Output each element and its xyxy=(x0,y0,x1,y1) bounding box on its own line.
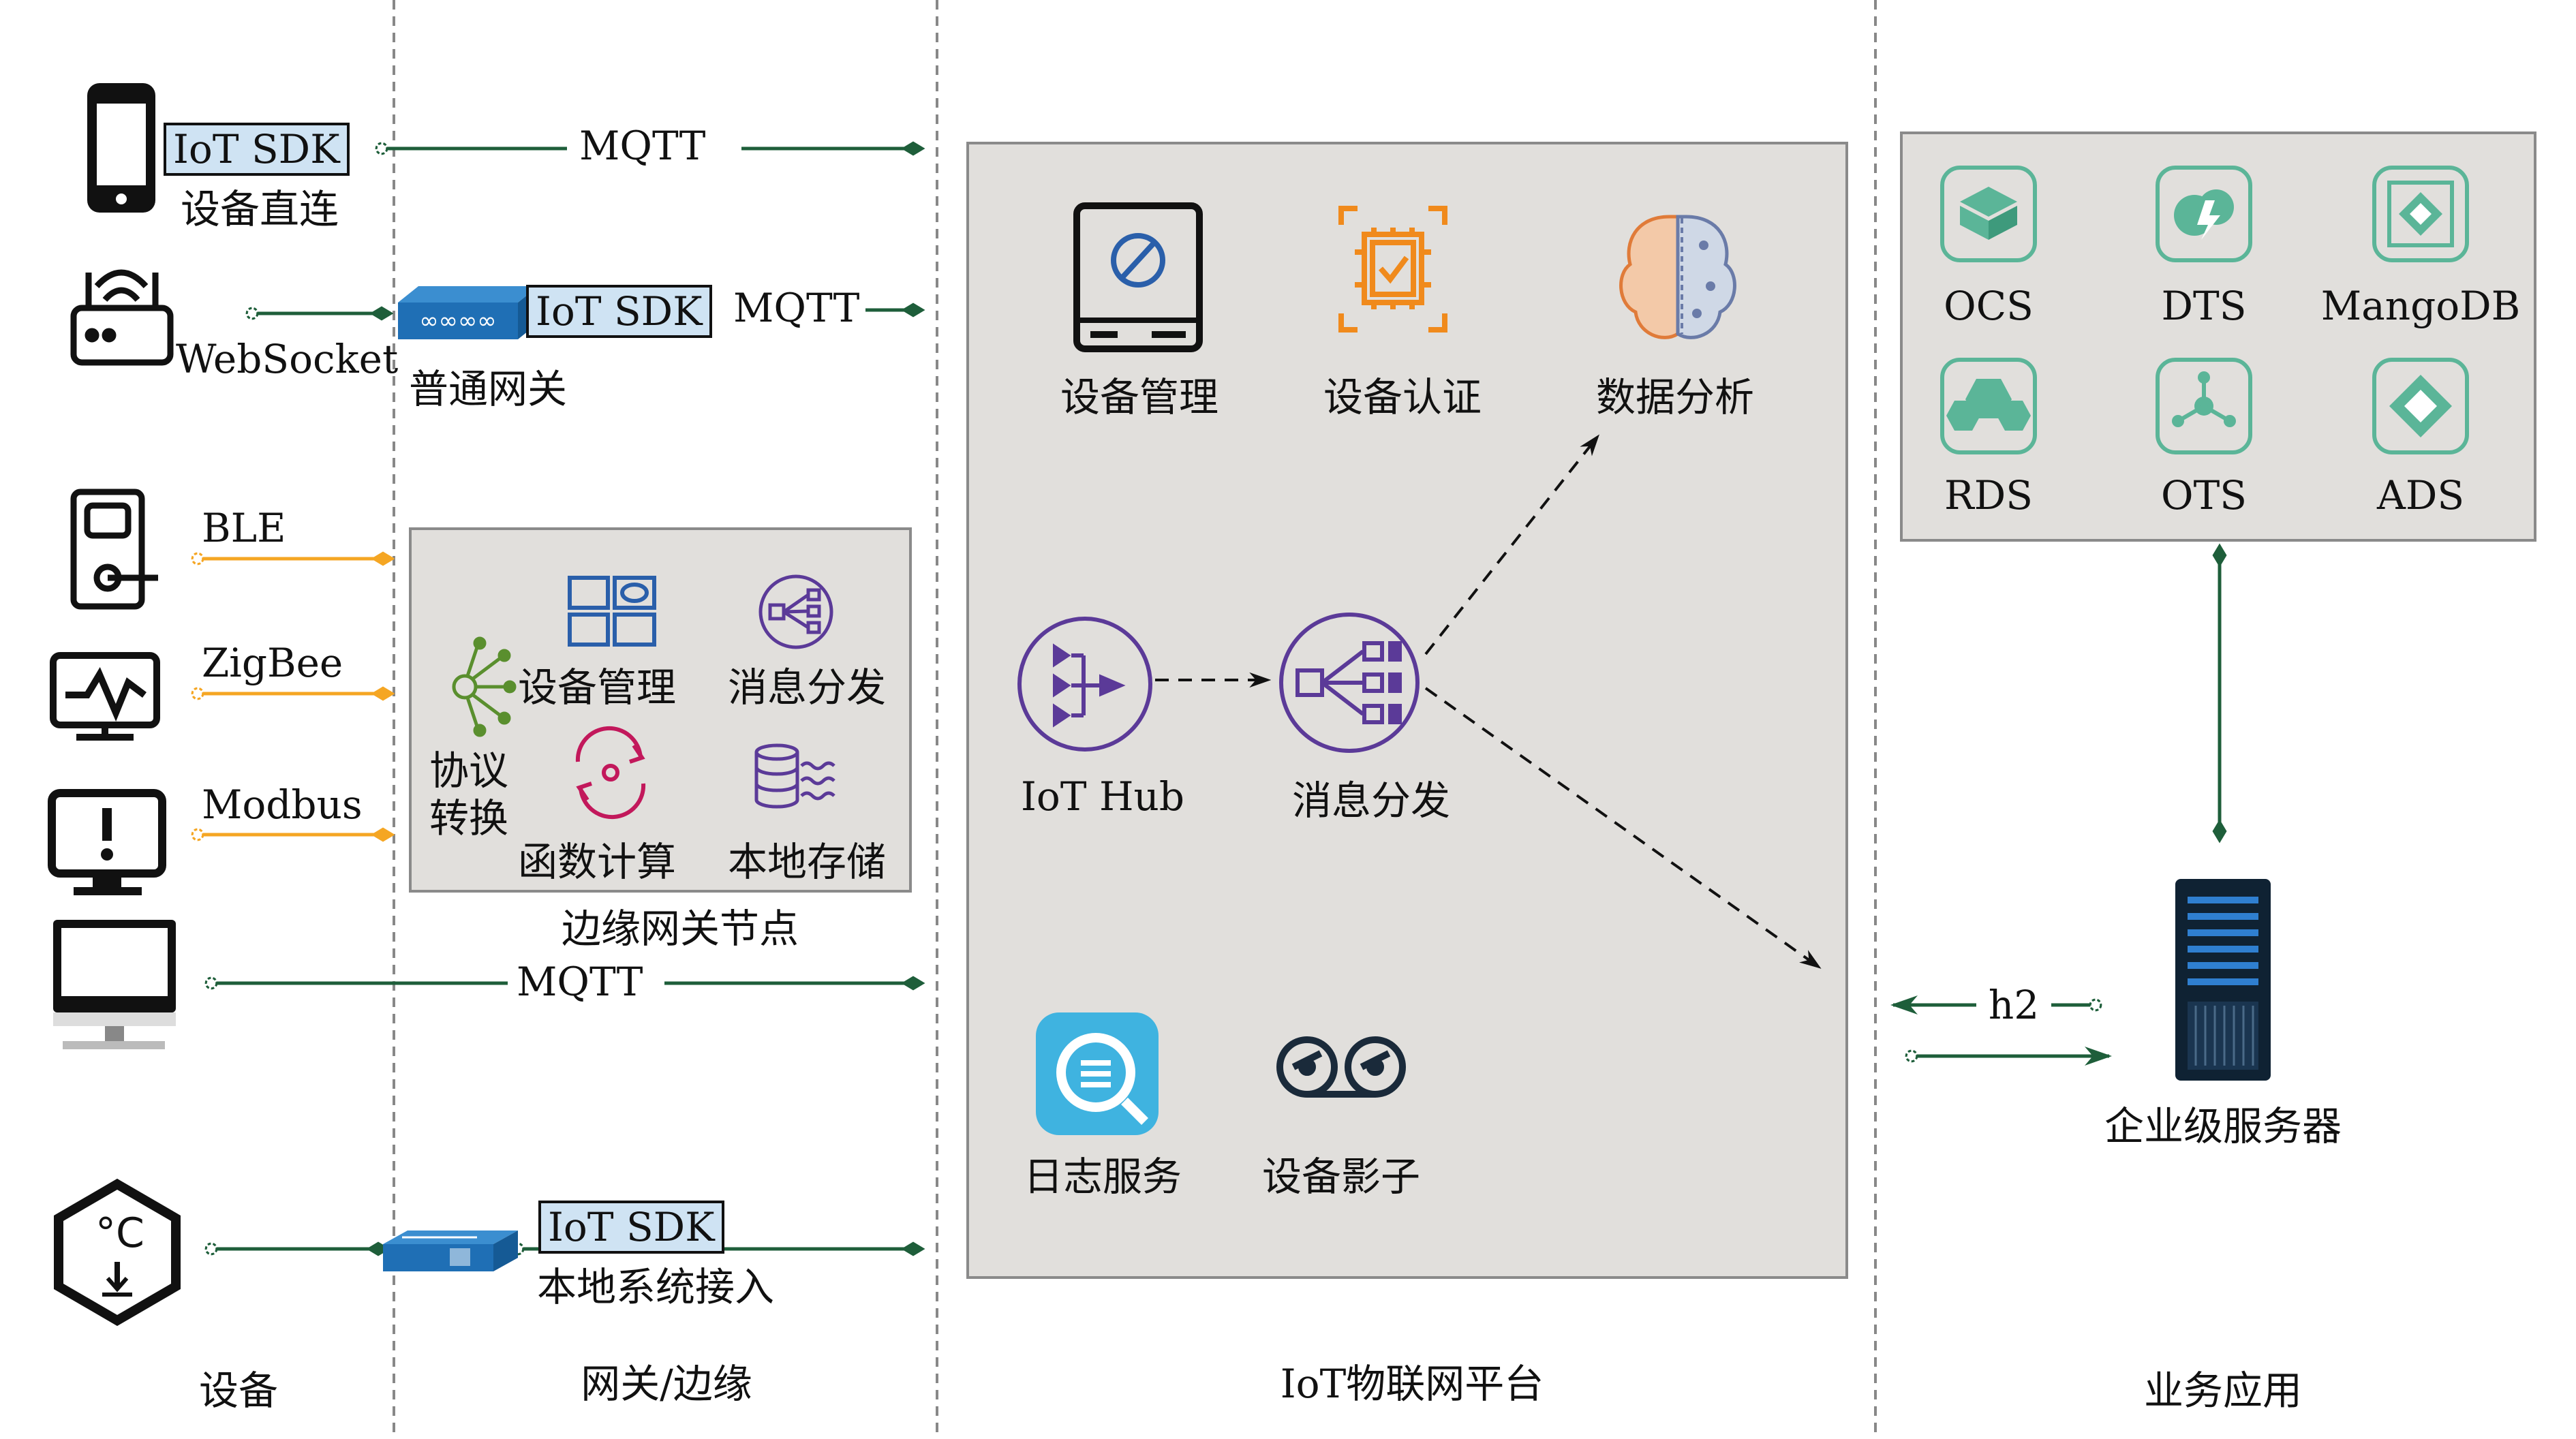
gateway-sdk-box: IoT SDK xyxy=(526,285,712,338)
gateway-appliance-icon: ∞∞∞∞ xyxy=(398,286,538,339)
ads-icon xyxy=(2372,358,2469,454)
platform-flow-arrows xyxy=(1155,434,1822,969)
platform-msg-dispatch-label: 消息分发 xyxy=(1291,777,1451,824)
column-title-platform: IoT物联网平台 xyxy=(1280,1361,1544,1407)
desktop-protocol-label: MQTT xyxy=(517,959,643,1005)
desktop-computer-icon xyxy=(53,920,176,1049)
ocs-icon xyxy=(1940,166,2037,262)
router-icon xyxy=(70,269,174,366)
services-icons xyxy=(1940,166,2469,454)
platform-device-auth-icon xyxy=(1338,206,1447,332)
platform-log-service-icon xyxy=(1036,1012,1159,1135)
edge-local-storage-icon xyxy=(754,743,835,809)
rds-icon xyxy=(1940,358,2037,454)
platform-log-service-label: 日志服务 xyxy=(1023,1154,1182,1200)
gateway-protocol-label: MQTT xyxy=(733,285,860,331)
phone-icon xyxy=(87,83,155,213)
edge-local-storage-label: 本地存储 xyxy=(728,839,887,885)
edge-protocol-conv-label-1: 协议 xyxy=(429,747,509,794)
monitor-alert-icon xyxy=(48,789,166,895)
column-separators xyxy=(393,0,1877,1439)
service-label-mangodb: MangoDB xyxy=(2320,283,2521,329)
column-title-gateway-edge: 网关/边缘 xyxy=(581,1361,752,1407)
switch-appliance-icon xyxy=(383,1231,518,1271)
edge-protocol-conv-label-2: 转换 xyxy=(429,795,509,841)
router-protocol-label: WebSocket xyxy=(176,336,399,382)
edge-func-compute-icon xyxy=(575,726,646,820)
edge-msg-dispatch-label: 消息分发 xyxy=(728,664,887,711)
edge-device-mgmt-label: 设备管理 xyxy=(518,664,677,711)
server-label: 企业级服务器 xyxy=(2104,1103,2342,1149)
local-system-label: 本地系统接入 xyxy=(537,1264,775,1310)
enterprise-server-icon xyxy=(2175,879,2271,1081)
modbus-label: Modbus xyxy=(202,782,363,828)
platform-data-analysis-icon xyxy=(1619,215,1736,339)
mangodb-icon xyxy=(2372,166,2469,262)
service-label-ocs: OCS xyxy=(1944,283,2034,329)
service-label-ots: OTS xyxy=(2161,472,2247,519)
platform-msg-dispatch-icon xyxy=(1279,613,1420,753)
svg-text:°C: °C xyxy=(95,1209,144,1257)
platform-data-analysis-label: 数据分析 xyxy=(1595,374,1755,420)
phone-sdk-box: IoT SDK xyxy=(164,123,350,176)
edge-msg-dispatch-icon xyxy=(758,574,833,649)
edge-func-compute-label: 函数计算 xyxy=(518,839,677,885)
column-title-devices: 设备 xyxy=(198,1367,279,1414)
h2-protocol-label: h2 xyxy=(1988,982,2040,1028)
platform-device-mgmt-label: 设备管理 xyxy=(1060,374,1219,420)
service-label-ads: ADS xyxy=(2376,472,2465,519)
zigbee-label: ZigBee xyxy=(202,640,343,686)
monitor-wave-icon xyxy=(50,652,160,741)
platform-iot-hub-label: IoT Hub xyxy=(1020,773,1185,820)
svg-text:∞∞∞∞: ∞∞∞∞ xyxy=(419,307,496,335)
phone-protocol-label: MQTT xyxy=(579,123,706,169)
dts-icon xyxy=(2156,166,2252,262)
phone-label: 设备直连 xyxy=(181,186,339,232)
door-lock-icon xyxy=(70,489,158,610)
local-sdk-box: IoT SDK xyxy=(538,1201,724,1254)
platform-device-shadow-icon xyxy=(1276,1036,1406,1098)
column-title-business: 业务应用 xyxy=(2143,1367,2303,1414)
edge-protocol-conv-icon xyxy=(452,636,517,737)
ble-label: BLE xyxy=(202,505,286,551)
edge-node-title: 边缘网关节点 xyxy=(562,906,799,952)
platform-device-shadow-label: 设备影子 xyxy=(1261,1154,1421,1200)
gateway-label: 普通网关 xyxy=(409,366,568,412)
dispatch-to-business-arrow xyxy=(1424,687,1822,969)
service-label-dts: DTS xyxy=(2161,283,2247,329)
edge-device-mgmt-icon xyxy=(568,576,656,647)
thermometer-hex-icon: °C xyxy=(54,1178,181,1327)
ots-icon xyxy=(2156,358,2252,454)
platform-iot-hub-icon xyxy=(1017,617,1152,752)
service-label-rds: RDS xyxy=(1944,472,2033,519)
platform-device-auth-label: 设备认证 xyxy=(1323,374,1482,420)
platform-device-mgmt-icon xyxy=(1073,202,1203,352)
